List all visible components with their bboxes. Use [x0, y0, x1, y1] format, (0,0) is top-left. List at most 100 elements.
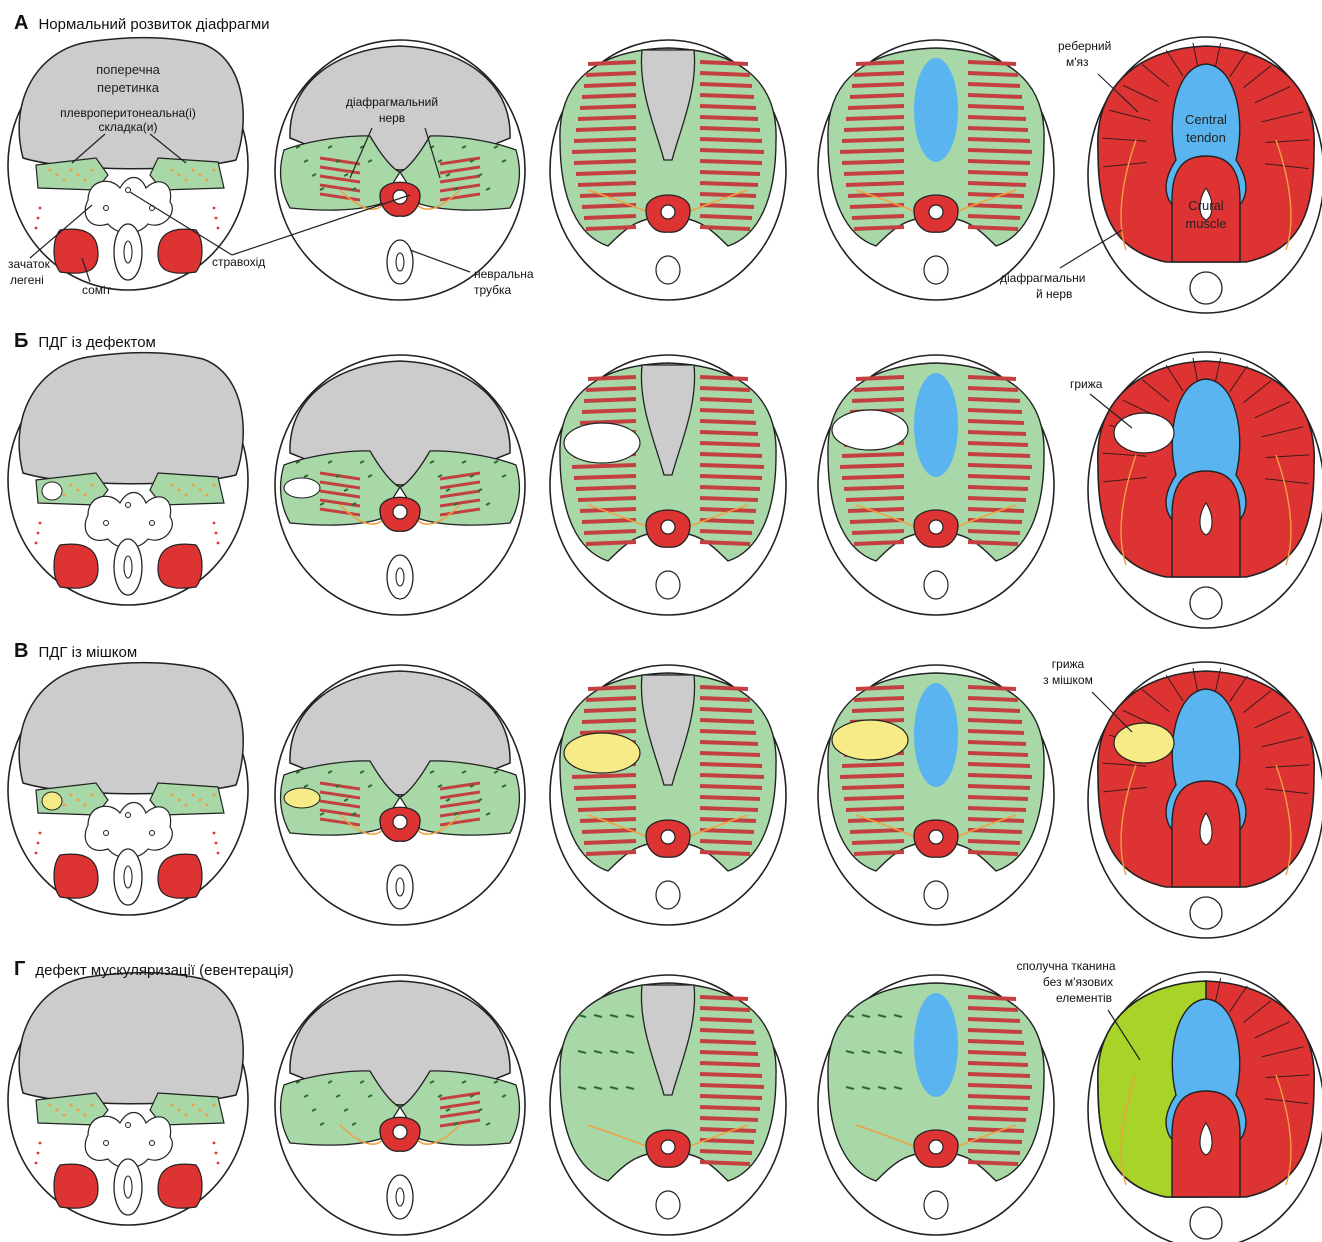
muscle-fiber: [700, 742, 758, 744]
esophagus: [661, 1140, 675, 1154]
muscle-fiber: [572, 150, 636, 152]
muscle-fiber: [700, 443, 760, 445]
muscle-fiber: [700, 753, 760, 755]
nerve-dot: [84, 1114, 87, 1117]
somite-right: [158, 544, 202, 588]
muscle-fiber: [700, 84, 752, 86]
muscle-fiber: [854, 73, 904, 75]
muscle-fiber: [968, 1162, 1018, 1164]
muscle-fiber: [968, 720, 1022, 722]
muscle-fiber: [854, 852, 904, 854]
somite-right: [158, 854, 202, 898]
muscle-fiber: [968, 117, 1026, 119]
connective-tissue-label: сполучна тканина: [1016, 959, 1115, 973]
esophagus-label: стравохід: [212, 255, 265, 269]
muscle-fiber: [582, 410, 636, 412]
muscle-fiber: [700, 542, 750, 544]
muscle-fiber: [968, 1107, 1028, 1109]
folds-label: плевроперитонеальна(і): [60, 106, 196, 120]
nerve-dot: [185, 179, 188, 182]
muscle-fiber: [574, 161, 636, 163]
lung-bud-left: [104, 521, 109, 526]
muscle-fiber: [852, 841, 904, 843]
muscle-fiber: [968, 687, 1016, 689]
muscle-fiber: [572, 465, 636, 467]
muscle-fiber: [968, 1096, 1030, 1098]
esophagus: [126, 813, 131, 818]
muscle-fiber: [576, 797, 636, 799]
nerve-dot: [206, 494, 209, 497]
stage3-diagram: [550, 665, 786, 925]
dot: [217, 852, 220, 855]
dot: [213, 1142, 216, 1145]
stage5-diagram: [1088, 662, 1322, 938]
nerve-dot: [192, 1104, 195, 1107]
hernia-defect: [284, 478, 320, 498]
esophagus: [661, 205, 675, 219]
connective-tissue-label: без м'язових: [1043, 975, 1113, 989]
nerve-dot: [63, 179, 66, 182]
muscle-fiber: [700, 687, 748, 689]
nerve-dot: [77, 489, 80, 492]
neural-tube-label: трубка: [474, 283, 512, 297]
muscle-fiber: [700, 410, 754, 412]
muscle-fiber: [968, 1063, 1028, 1065]
muscle-fiber: [578, 808, 636, 810]
muscle-fiber: [700, 797, 760, 799]
muscle-fiber: [968, 498, 1026, 500]
muscle-fiber: [968, 443, 1028, 445]
muscle-fiber: [852, 709, 904, 711]
muscle-fiber: [700, 1085, 764, 1087]
muscle-fiber: [968, 542, 1018, 544]
dot: [39, 832, 42, 835]
septum-label: перетинка: [97, 80, 160, 95]
muscle-fiber: [856, 687, 904, 689]
muscle-fiber: [854, 542, 904, 544]
lung-bud-left: [104, 831, 109, 836]
muscle-fiber: [700, 465, 764, 467]
muscle-fiber: [700, 73, 750, 75]
muscle-fiber: [700, 183, 758, 185]
muscle-fiber: [968, 150, 1032, 152]
hernia-sac-label: грижа: [1052, 657, 1085, 671]
hernia-sac-label: з мішком: [1043, 673, 1093, 687]
nerve-dot: [49, 169, 52, 172]
dot: [213, 522, 216, 525]
dot: [35, 1162, 38, 1165]
muscle-fiber: [700, 698, 750, 700]
somite-left: [54, 854, 98, 898]
stage4-diagram: [818, 665, 1054, 925]
hernia-defect: [564, 423, 640, 463]
muscle-fiber: [700, 1074, 762, 1076]
somite-right: [158, 229, 202, 273]
muscle-fiber: [572, 775, 636, 777]
muscle-fiber: [968, 841, 1020, 843]
muscle-fiber: [844, 128, 904, 130]
muscle-fiber: [842, 139, 904, 141]
nerve-dot: [199, 174, 202, 177]
dot: [37, 1152, 40, 1155]
muscle-fiber: [700, 764, 762, 766]
nerve-dot: [77, 174, 80, 177]
esophagus: [661, 830, 675, 844]
muscle-fiber: [968, 128, 1028, 130]
muscle-fiber: [574, 139, 636, 141]
stage1-diagram: [8, 973, 248, 1225]
somite-left: [54, 544, 98, 588]
nerve-dot: [178, 174, 181, 177]
muscle-fiber: [700, 1052, 758, 1054]
muscle-fiber: [586, 388, 636, 390]
muscle-fiber: [700, 498, 758, 500]
muscle-fiber: [700, 731, 756, 733]
muscle-fiber: [856, 62, 904, 64]
dot: [215, 217, 218, 220]
hernia-defect: [1114, 413, 1174, 453]
phrenic-nerve-label: діафрагмальний: [346, 95, 438, 109]
muscle-fiber: [578, 498, 636, 500]
muscle-fiber: [700, 454, 762, 456]
costal-muscle-label: м'яз: [1066, 55, 1089, 69]
row-title-c: ВПДГ із мішком: [14, 640, 137, 663]
muscle-fiber: [856, 377, 904, 379]
muscle-fiber: [848, 819, 904, 821]
muscle-fiber: [582, 830, 636, 832]
